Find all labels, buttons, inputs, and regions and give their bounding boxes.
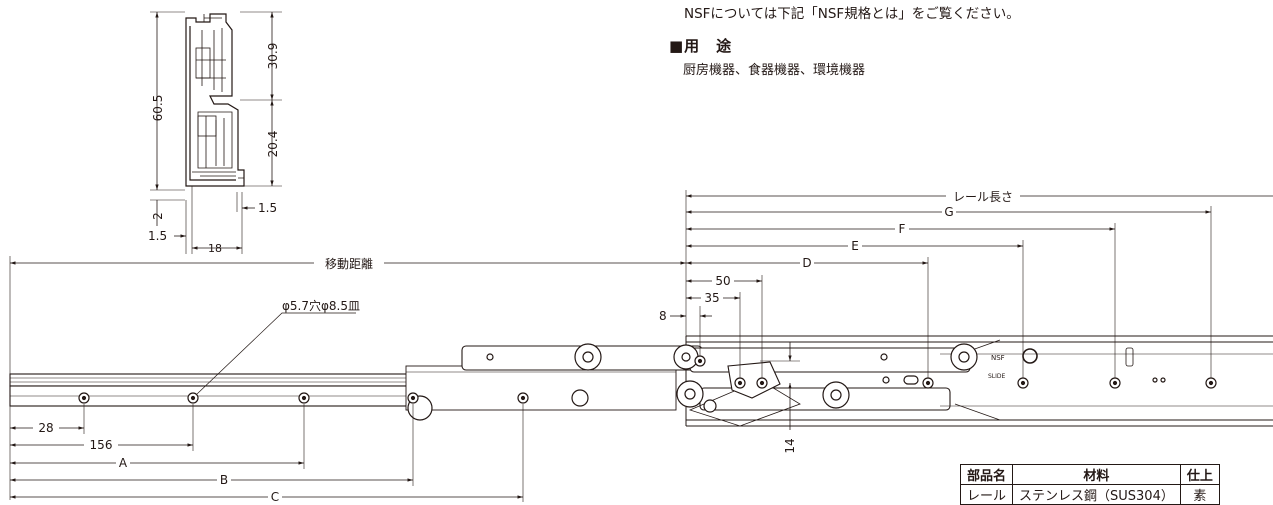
svg-text:NSF: NSF [991, 354, 1005, 362]
dim-e: E [851, 239, 859, 253]
svg-text:SLIDE: SLIDE [988, 373, 1006, 380]
nsf-note: NSFについては下記「NSF規格とは」をご覧ください。 [684, 6, 1020, 22]
side-view-rail: NSF SLIDE [9, 335, 1273, 427]
dim-156: 156 [90, 438, 113, 452]
dim-lower: 20.4 [266, 131, 280, 158]
table-cell-material: ステンレス鋼（SUS304） [1012, 484, 1181, 505]
side-dimension-labels: 移動距離 φ5.7穴φ8.5皿 28 156 A B C レール長さ G F E… [33, 188, 1020, 502]
dim-width: 18 [208, 242, 222, 255]
table-header-material: 材料 [1012, 464, 1181, 485]
dim-hole-spec: φ5.7穴φ8.5皿 [282, 298, 360, 313]
dim-14: 14 [783, 438, 797, 453]
side-dimension-lines [9, 190, 1273, 502]
dim-height-total: 60.5 [151, 95, 165, 122]
table-header-finish: 仕上 [1179, 464, 1220, 485]
dim-travel: 移動距離 [325, 257, 373, 271]
table-header-part: 部品名 [959, 464, 1014, 485]
dim-a: A [119, 456, 128, 470]
dim-g: G [944, 205, 953, 219]
dim-35: 35 [704, 291, 719, 305]
dim-left-offset: 1.5 [148, 229, 167, 243]
dim-upper: 30.9 [266, 43, 280, 70]
mounting-holes [78, 353, 1217, 404]
usage-heading: ■用 途 [669, 37, 733, 55]
dim-8: 8 [659, 309, 667, 323]
dim-c: C [271, 490, 279, 502]
table-cell-finish: 素 [1179, 484, 1220, 505]
dim-b: B [220, 473, 228, 487]
table-header-row: 部品名 材料 仕上 [959, 464, 1220, 485]
cross-section-dimensions [155, 12, 274, 250]
dim-50: 50 [715, 274, 730, 288]
usage-text: 厨房機器、食器機器、環境機器 [683, 63, 866, 78]
dim-f: F [899, 222, 906, 236]
dim-rail-length: レール長さ [953, 190, 1013, 204]
cross-section-view [150, 11, 282, 254]
dim-right-offset: 1.5 [258, 201, 277, 215]
spec-table: 部品名 材料 仕上 レール ステンレス鋼（SUS304） 素 [959, 464, 1220, 505]
dim-bottom-gap: 2 [151, 212, 165, 220]
dim-28: 28 [38, 421, 53, 435]
dim-d: D [802, 256, 811, 270]
table-row: レール ステンレス鋼（SUS304） 素 [959, 484, 1220, 505]
